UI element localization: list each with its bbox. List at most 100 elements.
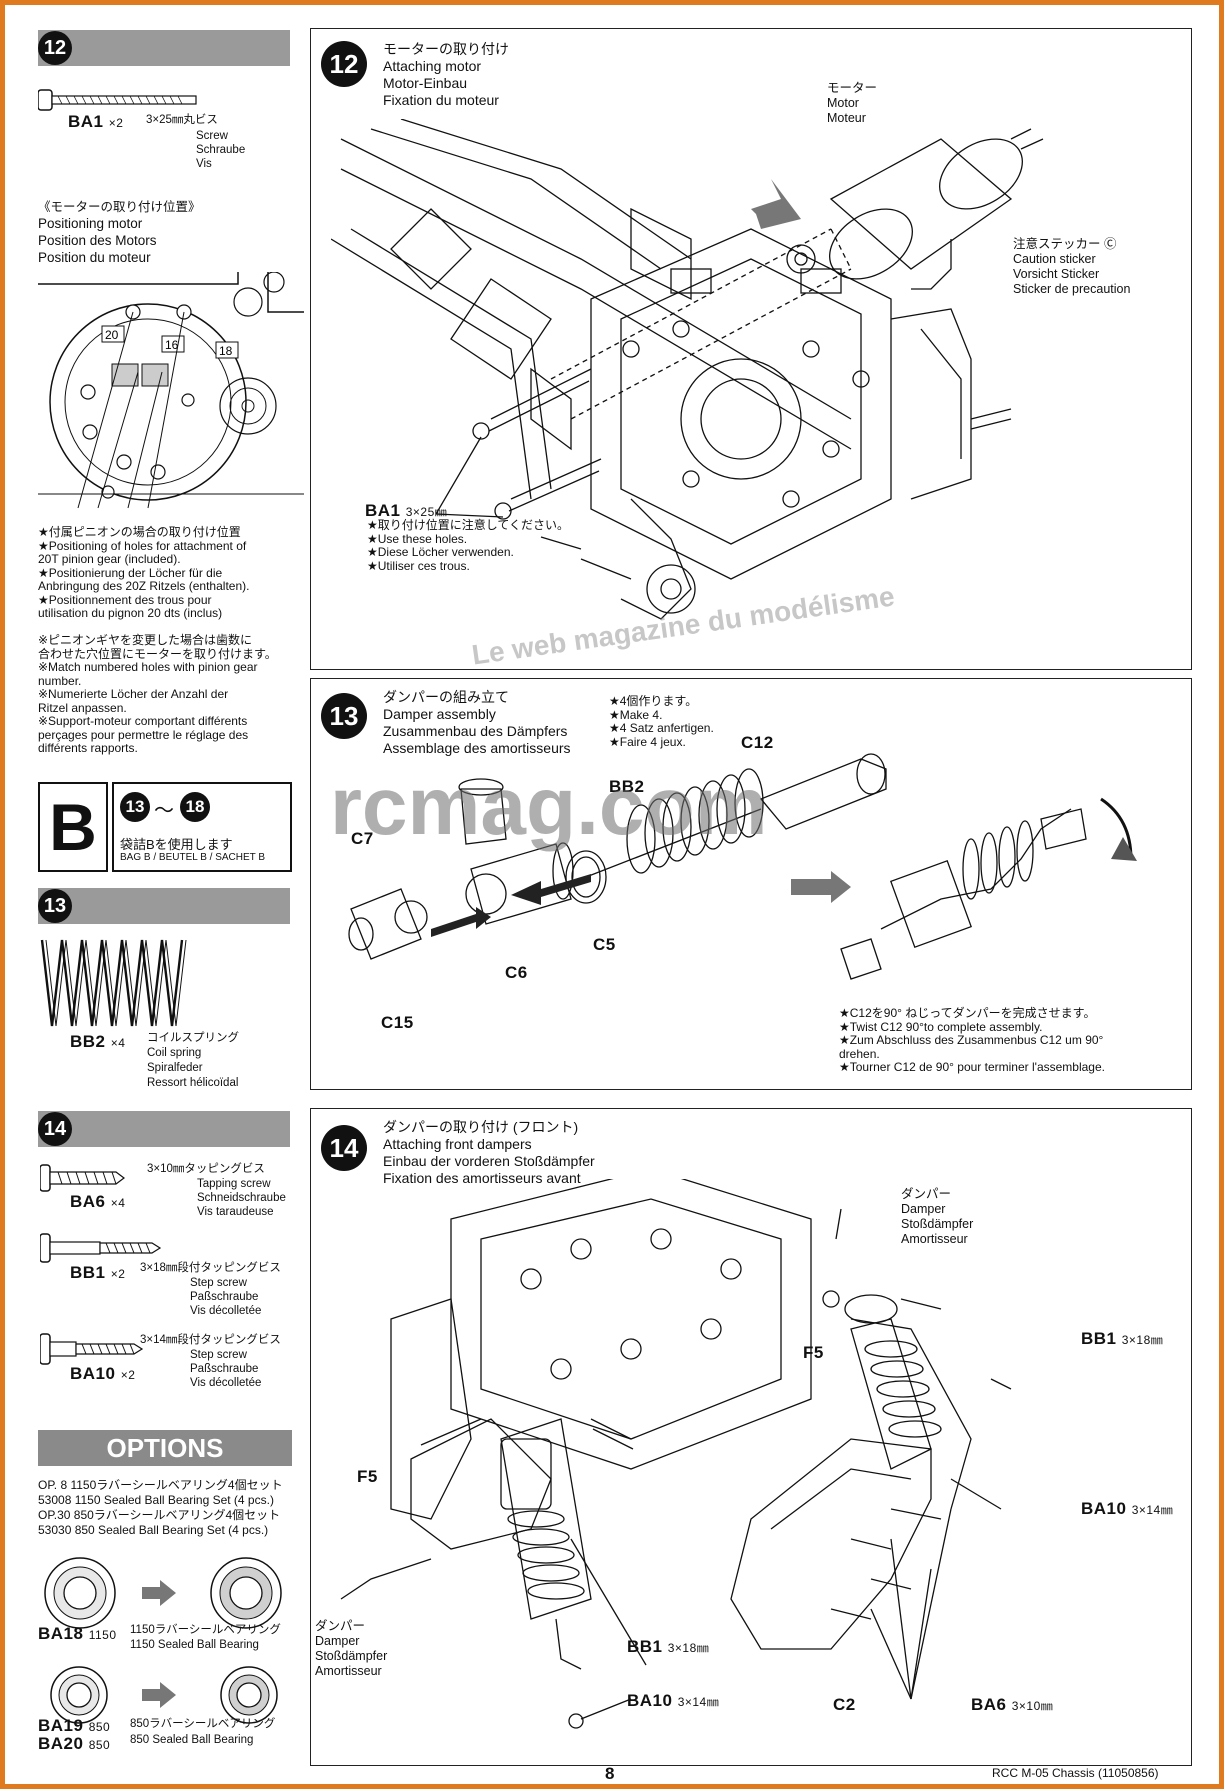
motor-label-de: Motor (827, 96, 859, 110)
bb1-right-label: BB1 3×18㎜ (1081, 1329, 1164, 1348)
f5-right-label: F5 (803, 1343, 824, 1362)
c2-label: C2 (833, 1695, 856, 1714)
motor-position-diagram: 20 16 18 (38, 272, 304, 509)
panel13-notes: ★C12を90° ねじってダンパーを完成させます。★Twist C12 90°t… (839, 1006, 1105, 1074)
panel12-title-fr: Fixation du moteur (383, 92, 499, 108)
bb2-name-jp: コイルスプリング (147, 1032, 239, 1044)
damper-right-de: Stoßdämpfer (901, 1217, 974, 1231)
bag-en: BAG B / BEUTEL B / SACHET B (120, 852, 266, 863)
f5-left-label: F5 (357, 1467, 378, 1486)
ba10-screw-icon (40, 1333, 144, 1365)
panel12-title-en: Attaching motor (383, 58, 482, 74)
damper-right-fr: Amortisseur (901, 1232, 968, 1246)
damper-right-jp: ダンパー (901, 1187, 952, 1201)
ba18-label: BA18 1150 (38, 1624, 117, 1643)
bag-letter-box: B (38, 782, 108, 872)
ba6-label: BA6 3×10㎜ (971, 1695, 1054, 1714)
sticker-label-fr: Sticker de precaution (1013, 282, 1131, 296)
ba10-right-label: BA10 3×14㎜ (1081, 1499, 1174, 1518)
damper-left-de: Stoßdämpfer (315, 1649, 388, 1663)
ba1-name-en: Screw (196, 130, 228, 142)
sticker-label-de: Vorsicht Sticker (1013, 267, 1100, 281)
options-header: OPTIONS (38, 1430, 292, 1466)
panel12-ba1-label: BA1 3×25㎜ (365, 501, 448, 520)
coil-spring-icon (40, 939, 187, 1027)
sealed-bearing-1150-icon (210, 1557, 282, 1629)
sticker-label-jp: 注意ステッカー Ⓒ (1013, 237, 1117, 251)
damper-left-jp: ダンパー (315, 1619, 366, 1633)
front-damper-drawing (340, 1179, 1012, 1729)
panel13-title-en: Damper assembly (383, 706, 496, 722)
step12-header-bar (38, 30, 290, 66)
pinion-notes-2: ※ピニオンギヤを変更した場合は歯数に合わせた穴位置にモーターを取り付けます。※M… (38, 633, 277, 755)
hole-16-label: 16 (165, 338, 179, 352)
motor-label-jp: モーター (827, 81, 878, 95)
panel13-title-de: Zusammenbau des Dämpfers (383, 723, 568, 739)
bag-to-step: 18 (180, 792, 210, 822)
bb1-name-de: Paßschraube (190, 1291, 259, 1303)
bearing-1150-icon (44, 1557, 116, 1629)
ba10-name-en: Step screw (190, 1349, 247, 1361)
position-title-jp: 《モーターの取り付け位置》 (38, 200, 201, 214)
sealed-bearing-850-icon (220, 1666, 278, 1724)
ba10-name-fr: Vis décolletée (190, 1377, 262, 1389)
panel12-number: 12 (321, 41, 367, 87)
panel-step14: 14 ダンパーの取り付け (フロント) Attaching front damp… (310, 1108, 1192, 1766)
panel14-title-en: Attaching front dampers (383, 1136, 532, 1152)
ba6-screw-icon (40, 1164, 125, 1192)
bb2-name-en: Coil spring (147, 1047, 202, 1059)
panel13-title-fr: Assemblage des amortisseurs (383, 740, 571, 756)
ba6-spec: 3×10㎜タッピングビス (147, 1163, 265, 1175)
bag-from-step: 13 (120, 792, 150, 822)
position-title-fr: Position du moteur (38, 250, 151, 265)
ba10-name-de: Paßschraube (190, 1363, 259, 1375)
bb1-name-en: Step screw (190, 1277, 247, 1289)
bb2-name-de: Spiralfeder (147, 1062, 203, 1074)
panel14-title-fr: Fixation des amortisseurs avant (383, 1170, 581, 1186)
bb2-label: BB2 (609, 777, 645, 796)
ba10-spec: 3×14㎜段付タッピングビス (140, 1334, 281, 1346)
bb1-spec: 3×18㎜段付タッピングビス (140, 1262, 281, 1274)
bb1-name-fr: Vis décolletée (190, 1305, 262, 1317)
arrow-right-icon (142, 1580, 176, 1606)
ba1-screw-icon (38, 89, 197, 111)
ba1-spec: 3×25㎜丸ビス (146, 114, 218, 126)
page-number: 8 (605, 1764, 615, 1783)
position-title-de: Position des Motors (38, 233, 157, 248)
ba19-label: BA19 850 (38, 1716, 111, 1735)
arrow-right-icon-2 (142, 1682, 176, 1708)
ba6-name-en: Tapping screw (197, 1178, 271, 1190)
ba10-part-label: BA10 ×2 (70, 1364, 136, 1383)
ba19-desc-en: 850 Sealed Ball Bearing (130, 1734, 254, 1746)
panel12-notes: ★取り付け位置に注意してください。★Use these holes.★Diese… (367, 518, 570, 573)
step14-number: 14 (38, 1112, 72, 1146)
position-title-en: Positioning motor (38, 216, 143, 231)
bag-jp: 袋詰Bを使用します (120, 837, 233, 852)
c5-label: C5 (593, 935, 616, 954)
bearing-850-icon (50, 1666, 108, 1724)
hole-20-label: 20 (105, 328, 119, 342)
watermark-brand: rcmag.com (330, 761, 768, 852)
panel13-number: 13 (321, 693, 367, 739)
ba1-name-de: Schraube (196, 144, 246, 156)
hole-18-label: 18 (219, 344, 233, 358)
panel13-title-jp: ダンパーの組み立て (383, 689, 509, 705)
ba6-name-fr: Vis taraudeuse (197, 1206, 274, 1218)
c6-label: C6 (505, 963, 528, 982)
bag-info-box: 13 〜 18 袋詰Bを使用します BAG B / BEUTEL B / SAC… (112, 782, 292, 872)
step14-header-bar (38, 1111, 290, 1147)
motor-label-fr: Moteur (827, 111, 866, 125)
c15-label: C15 (381, 1013, 414, 1032)
panel-step13: 13 ダンパーの組み立て Damper assembly Zusammenbau… (310, 678, 1192, 1090)
model-footer: RCC M-05 Chassis (11050856) (992, 1766, 1159, 1780)
damper-left-fr: Amortisseur (315, 1664, 382, 1678)
panel14-number: 14 (321, 1125, 367, 1171)
panel13-make-note: ★4個作ります。★Make 4.★4 Satz anfertigen.★Fair… (609, 694, 714, 749)
ba19-desc-jp: 850ラバーシールベアリング (130, 1718, 276, 1730)
motor-installation-drawing (331, 119, 1044, 620)
ba20-label: BA20 850 (38, 1734, 111, 1753)
damper-right-en: Damper (901, 1202, 946, 1216)
c12-label: C12 (741, 733, 774, 752)
ba1-part-label: BA1 ×2 (68, 112, 124, 131)
